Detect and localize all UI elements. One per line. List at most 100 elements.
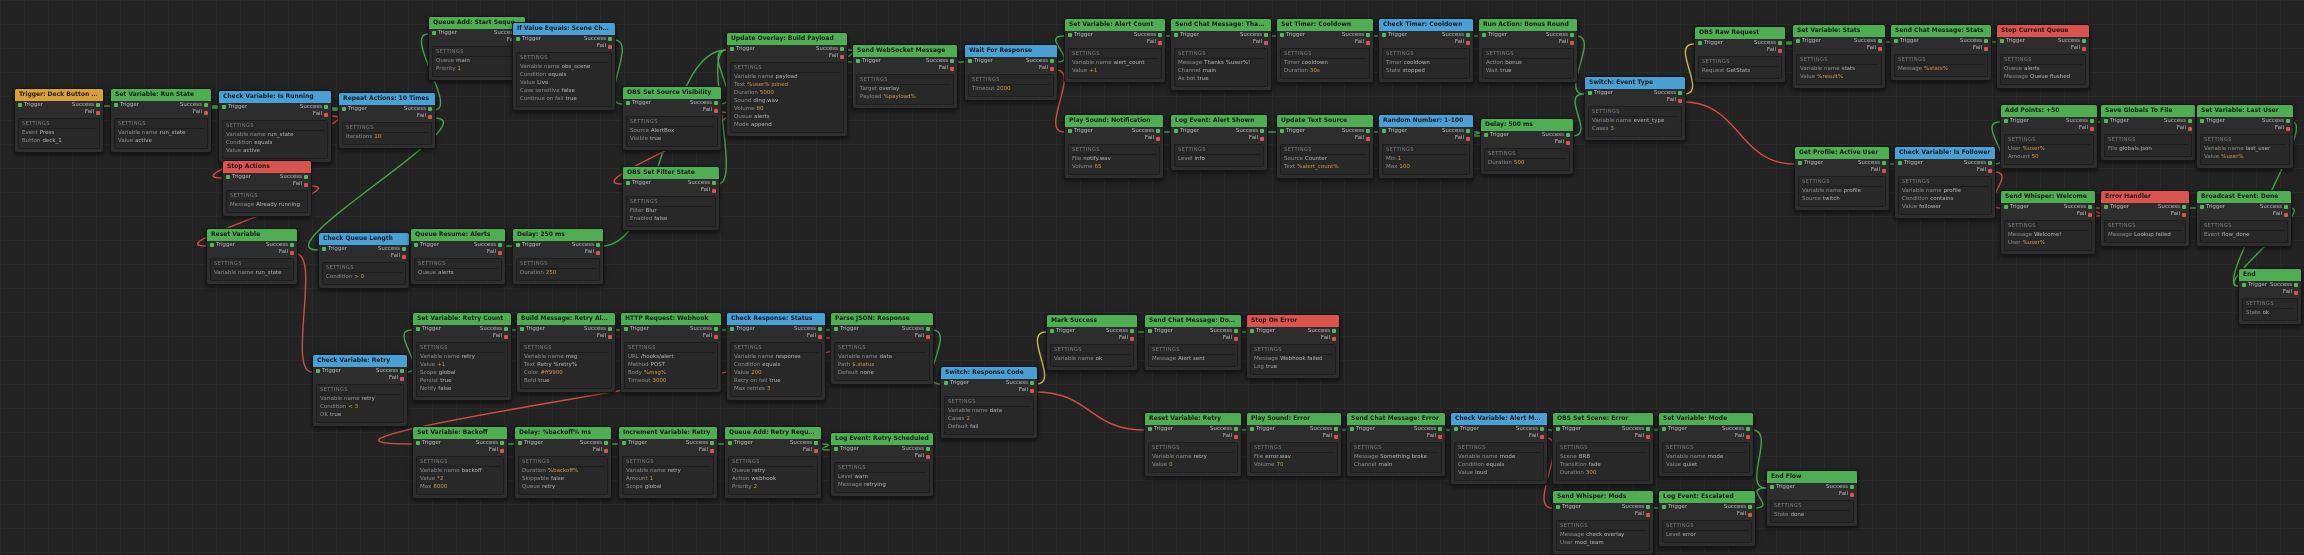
node[interactable]: Set Variable: Retry Count Trigger Succes… (412, 312, 512, 401)
node[interactable]: Stop Current Queue Trigger Success Fail … (1996, 24, 2090, 90)
trigger-port[interactable]: Trigger (1382, 128, 1407, 135)
fail-port[interactable]: Fail (1871, 167, 1886, 174)
node[interactable]: Repeat Actions: 10 Times Trigger Success… (338, 92, 436, 150)
fail-port[interactable]: Fail (489, 447, 504, 454)
fail-port[interactable]: Fail (829, 53, 844, 60)
success-port[interactable]: Success (480, 326, 508, 333)
success-port[interactable]: Success (584, 36, 612, 43)
node-header[interactable]: If Value Equals: Scene Check (513, 23, 615, 35)
fail-port[interactable]: Fail (703, 107, 718, 114)
fail-port[interactable]: Fail (487, 249, 502, 256)
success-port[interactable]: Success (1960, 38, 1988, 45)
success-port[interactable]: Success (584, 326, 612, 333)
success-port[interactable]: Success (1236, 128, 1264, 135)
success-port[interactable]: Success (1310, 426, 1338, 433)
node-header[interactable]: Random Number: 1-100 (1379, 115, 1473, 127)
fail-port[interactable]: Fail (1977, 167, 1992, 174)
trigger-port[interactable]: Trigger (1050, 328, 1075, 335)
fail-port[interactable]: Fail (2071, 45, 2086, 52)
success-port[interactable]: Success (686, 440, 714, 447)
fail-port[interactable]: Fail (1321, 335, 1336, 342)
trigger-port[interactable]: Trigger (1250, 328, 1275, 335)
trigger-port[interactable]: Trigger (2104, 118, 2129, 125)
node[interactable]: Send WebSocket Message Trigger Success F… (852, 44, 958, 110)
node[interactable]: Set Timer: Cooldown Trigger Success Fail… (1276, 18, 1374, 84)
trigger-port[interactable]: Trigger (1068, 32, 1093, 39)
node-header[interactable]: Trigger: Deck Button Pressed (15, 89, 103, 101)
success-port[interactable]: Success (474, 242, 502, 249)
node[interactable]: End Flow Trigger Success Fail Settings S… (1766, 470, 1858, 528)
node[interactable]: Increment Variable: Retry Trigger Succes… (618, 426, 718, 499)
node-header[interactable]: Repeat Actions: 10 Times (339, 93, 435, 105)
node-header[interactable]: Set Timer: Cooldown (1277, 19, 1373, 31)
wire[interactable] (209, 105, 219, 109)
success-port[interactable]: Success (72, 102, 100, 109)
trigger-port[interactable]: Trigger (2200, 204, 2225, 211)
node[interactable]: End Trigger Success Fail Settings Stateo… (2238, 268, 2302, 326)
trigger-port[interactable]: Trigger (2242, 282, 2267, 289)
fail-port[interactable]: Fail (85, 109, 100, 116)
fail-port[interactable]: Fail (2077, 211, 2092, 218)
trigger-port[interactable]: Trigger (1148, 426, 1173, 433)
wire[interactable] (613, 39, 623, 105)
fail-port[interactable]: Fail (193, 109, 208, 116)
trigger-port[interactable]: Trigger (516, 242, 541, 249)
wire[interactable] (308, 117, 444, 251)
trigger-port[interactable]: Trigger (1698, 40, 1723, 47)
node-header[interactable]: Stop Actions (223, 161, 311, 173)
node[interactable]: Queue Resume: Alerts Trigger Success Fai… (410, 228, 506, 286)
success-port[interactable]: Success (1722, 426, 1750, 433)
node[interactable]: Reset Variable Trigger Success Fail Sett… (206, 228, 298, 286)
success-port[interactable]: Success (794, 326, 822, 333)
fail-port[interactable]: Fail (493, 333, 508, 340)
trigger-port[interactable]: Trigger (968, 58, 993, 65)
fail-port[interactable]: Fail (1355, 135, 1370, 142)
node[interactable]: Set Variable: Backoff Trigger Success Fa… (412, 426, 508, 499)
fail-port[interactable]: Fail (1249, 135, 1264, 142)
success-port[interactable]: Success (816, 46, 844, 53)
success-port[interactable]: Success (376, 368, 404, 375)
node[interactable]: Log Event: Escalated Trigger Success Fai… (1658, 490, 1756, 548)
trigger-port[interactable]: Trigger (1798, 160, 1823, 167)
trigger-port[interactable]: Trigger (730, 326, 755, 333)
success-port[interactable]: Success (2064, 204, 2092, 211)
node[interactable]: Run Action: Bonus Round Trigger Success … (1478, 18, 1578, 84)
success-port[interactable]: Success (1622, 504, 1650, 511)
fail-port[interactable]: Fail (1145, 135, 1160, 142)
success-port[interactable]: Success (1854, 38, 1882, 45)
node-header[interactable]: Build Message: Retry Alert (517, 313, 615, 325)
success-port[interactable]: Success (2260, 204, 2288, 211)
fail-port[interactable]: Fail (313, 111, 328, 118)
trigger-port[interactable]: Trigger (1484, 132, 1509, 139)
fail-port[interactable]: Fail (2273, 211, 2288, 218)
node[interactable]: Check Queue Length Trigger Success Fail … (318, 232, 410, 290)
node[interactable]: Build Message: Retry Alert Trigger Succe… (516, 312, 616, 393)
wire[interactable] (1751, 429, 1767, 489)
trigger-port[interactable]: Trigger (1662, 426, 1687, 433)
node-header[interactable]: Stop Current Queue (1997, 25, 2089, 37)
success-port[interactable]: Success (690, 326, 718, 333)
success-port[interactable]: Success (378, 246, 406, 253)
node-header[interactable]: OBS Raw Request (1695, 27, 1785, 39)
trigger-port[interactable]: Trigger (222, 104, 247, 111)
node[interactable]: Play Sound: Notification Trigger Success… (1064, 114, 1164, 180)
trigger-port[interactable]: Trigger (626, 180, 651, 187)
node[interactable]: Send Chat Message: Thanks Trigger Succes… (1170, 18, 1272, 91)
success-port[interactable]: Success (790, 440, 818, 447)
node-header[interactable]: Send Whisper: Welcome (2001, 191, 2095, 203)
trigger-port[interactable]: Trigger (518, 440, 543, 447)
fail-port[interactable]: Fail (803, 447, 818, 454)
trigger-port[interactable]: Trigger (1796, 38, 1821, 45)
node[interactable]: Check Variable: Alert Mode Trigger Succe… (1450, 412, 1548, 485)
success-port[interactable]: Success (1622, 426, 1650, 433)
fail-port[interactable]: Fail (1529, 433, 1544, 440)
node[interactable]: Check Variable: Is Follower Trigger Succ… (1894, 146, 1996, 219)
node-header[interactable]: Queue Add: Retry Request (725, 427, 821, 439)
node[interactable]: Broadcast Event: Done Trigger Success Fa… (2196, 190, 2292, 248)
node-header[interactable]: Send Whisper: Mods (1553, 491, 1653, 503)
node-header[interactable]: Error Handler (2101, 191, 2189, 203)
trigger-port[interactable]: Trigger (226, 174, 251, 181)
success-port[interactable]: Success (926, 58, 954, 65)
trigger-port[interactable]: Trigger (114, 102, 139, 109)
node-header[interactable]: Send Chat Message: Stats (1891, 25, 1991, 37)
